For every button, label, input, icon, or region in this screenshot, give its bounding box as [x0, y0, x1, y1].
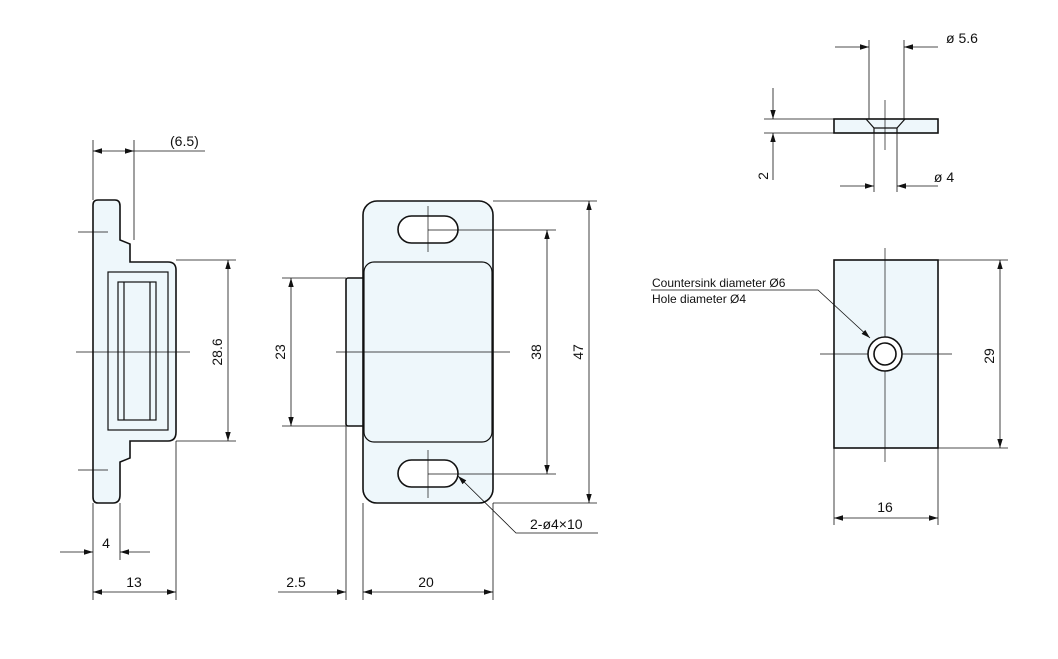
dim-20-label: 20	[418, 574, 434, 590]
side-view-body	[92, 199, 177, 504]
countersink-callout-label: Countersink diameter Ø6	[652, 276, 786, 290]
dim-4-label: 4	[102, 535, 110, 551]
side-view-inner-housing	[107, 271, 169, 431]
plate-side-body	[833, 118, 939, 134]
front-view: 23 38 47 2.5 20 2-ø4×10	[272, 200, 598, 600]
hole-callout-label: Hole diameter Ø4	[652, 292, 746, 306]
dim-hole-4-label: ø 4	[934, 169, 954, 185]
dim-13-label: 13	[126, 574, 142, 590]
hole-circle	[873, 342, 897, 366]
dim-23-label: 23	[272, 344, 288, 360]
side-view-magnet	[117, 281, 157, 421]
dim-countersink-5-6-label: ø 5.6	[946, 30, 978, 46]
dim-28-6-label: 28.6	[209, 338, 225, 365]
dim-29-label: 29	[981, 348, 997, 364]
side-view: (6.5) 28.6 4 13	[60, 133, 236, 600]
dim-6-5-label: (6.5)	[170, 133, 199, 149]
dim-16-label: 16	[877, 499, 893, 515]
dim-2-5-label: 2.5	[286, 574, 306, 590]
plate-front-view: Countersink diameter Ø6 Hole diameter Ø4…	[651, 248, 1008, 525]
dim-38-label: 38	[528, 344, 544, 360]
slot-callout-label: 2-ø4×10	[530, 516, 583, 532]
dim-47-label: 47	[570, 344, 586, 360]
dim-thickness-2-label: 2	[755, 172, 771, 180]
plate-side-view: ø 5.6 2 ø 4	[755, 30, 978, 192]
